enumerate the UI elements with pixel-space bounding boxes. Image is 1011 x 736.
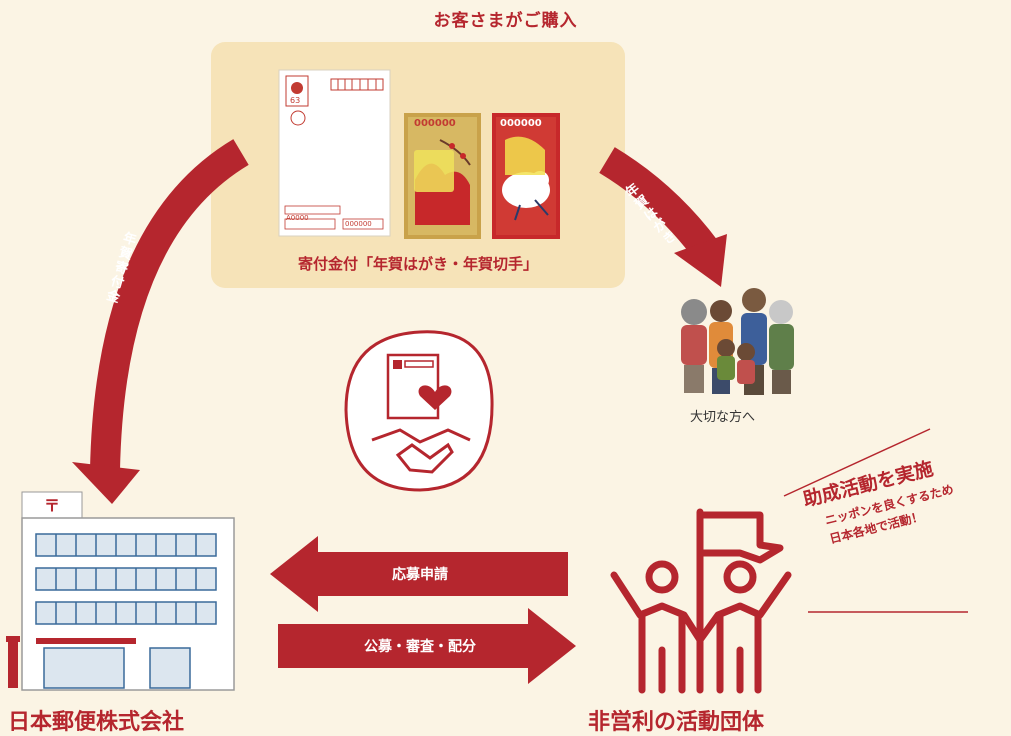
- apply-arrow-label: 応募申請: [392, 567, 448, 583]
- npo-label: 非営利の活動団体: [588, 710, 765, 735]
- stamp-1-number: 000000: [414, 118, 456, 129]
- support-line-top: [783, 428, 931, 497]
- family-icon: [681, 288, 794, 395]
- postcard-code: A0000: [286, 214, 309, 222]
- building-icon: 〒: [6, 491, 235, 691]
- distribute-arrow: [278, 608, 576, 684]
- card-arrow: [599, 147, 727, 287]
- product-caption: 寄付金付「年賀はがき・年賀切手」: [297, 255, 538, 273]
- handshake-heart-icon: [344, 330, 494, 492]
- donation-arrow: [72, 139, 249, 504]
- purchase-title: お客さまがご購入: [433, 11, 578, 31]
- apply-arrow: [270, 536, 568, 612]
- postcard-price: 63: [290, 96, 301, 105]
- postcard-image: [278, 69, 391, 237]
- stamp-2-number: 000000: [500, 118, 542, 129]
- stamp-1-image: [404, 113, 481, 239]
- japan-post-label: 日本郵便株式会社: [8, 710, 185, 735]
- stamp-2-image: [492, 113, 560, 239]
- people-flag-icon: [610, 508, 792, 694]
- family-caption: 大切な方へ: [690, 410, 756, 425]
- distribute-arrow-label: 公募・審査・配分: [364, 639, 476, 655]
- svg-text:〒: 〒: [44, 496, 60, 515]
- postcard-number: 000000: [345, 220, 372, 228]
